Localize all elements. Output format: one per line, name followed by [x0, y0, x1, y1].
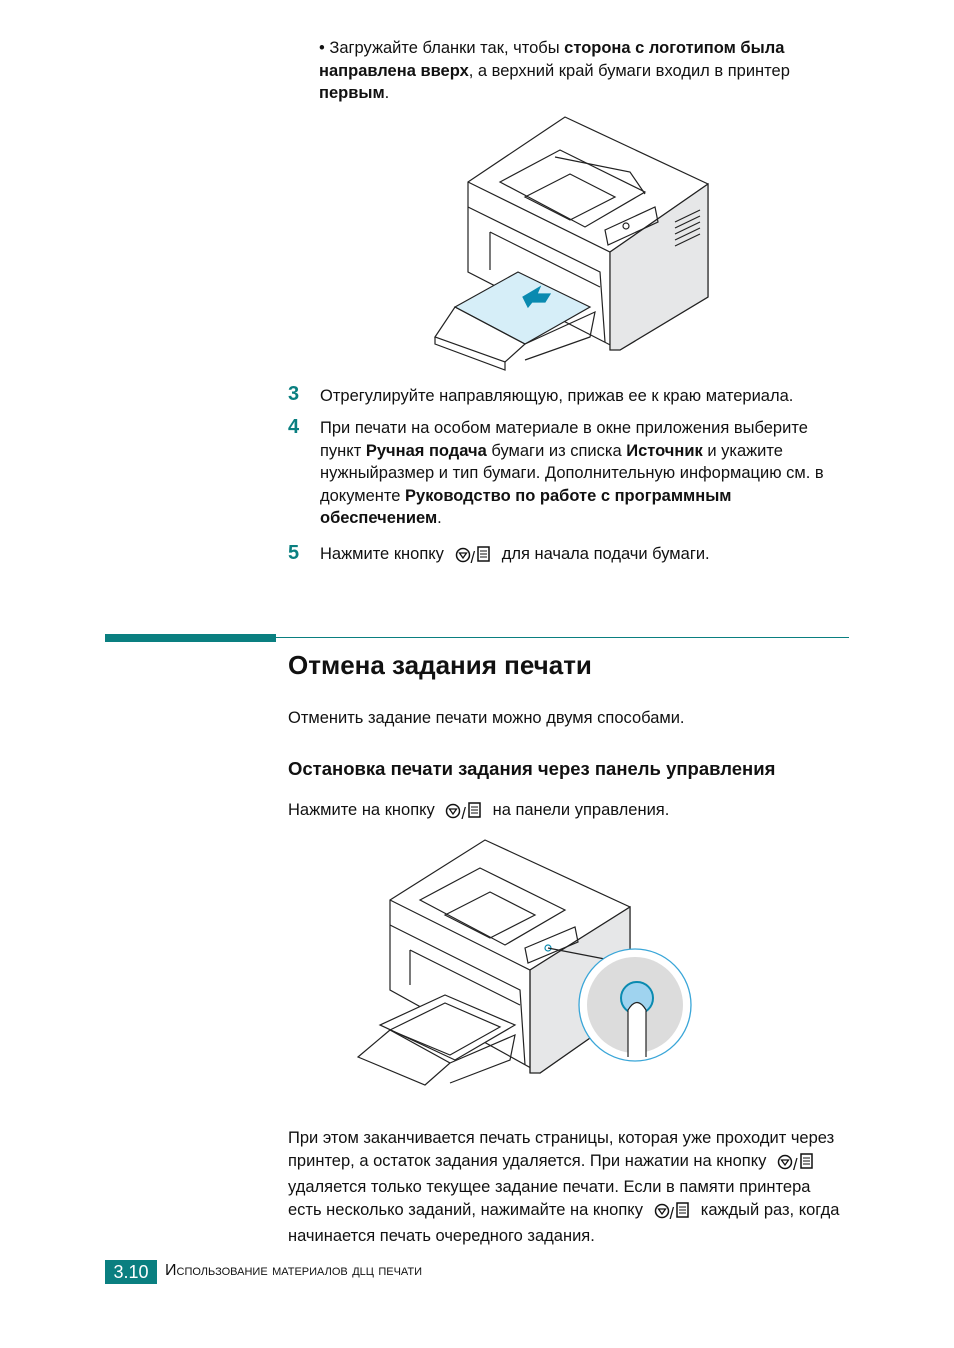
text: каждый раз, когда начинается печать очер…: [288, 1200, 840, 1246]
cancel-button-icon: /: [445, 801, 482, 826]
press-instruction: Нажмите на кнопку / на панели управления…: [288, 799, 669, 826]
section-intro: Отменить задание печати можно двумя спос…: [288, 709, 685, 727]
section-title: Отмена задания печати: [288, 650, 592, 680]
text: При печати на особом материале в окне пр…: [320, 419, 808, 460]
slash: /: [793, 1155, 798, 1174]
section-divider-bar: [105, 634, 276, 642]
text: бумаги из списка: [486, 441, 627, 460]
text: , а верхний край бумаги входил в принтер: [468, 61, 790, 80]
subsection-title: Остановка печати задания через панель уп…: [288, 758, 776, 779]
text: .: [384, 84, 390, 102]
final-paragraph: При этом заканчивается печать страницы, …: [288, 1127, 848, 1248]
text: Нажмите на кнопку: [288, 801, 435, 819]
page-icon: [477, 546, 490, 562]
step-number: 4: [288, 416, 300, 438]
slash: /: [470, 549, 476, 567]
bold-text: сторона с логотипом была направлена ввер…: [319, 39, 785, 80]
page-number: 3.10: [105, 1260, 157, 1284]
text: на панели управления.: [492, 801, 670, 819]
printer-cancel-button-illustration: [356, 839, 692, 1086]
text: При этом заканчивается печать страницы, …: [288, 1129, 835, 1170]
text: для начала подачи бумаги.: [501, 545, 710, 563]
printer-paper-loading-illustration: [434, 116, 709, 371]
step-4-text: При печати на особом материале в окне пр…: [320, 417, 850, 530]
bullet-marker: •: [319, 39, 325, 57]
footer-chapter-title: Использование материалов дlц печати: [165, 1262, 423, 1279]
step-number: 3: [288, 383, 300, 405]
step-3-text: Отрегулируйте направляющую, прижав ее к …: [320, 387, 794, 405]
text: удаляется только текущее задание печати.…: [288, 1178, 811, 1219]
cancel-button-icon: /: [777, 1152, 814, 1177]
text: .: [437, 509, 442, 527]
bold-text: Ручная подача: [365, 441, 487, 460]
text: и укажите нужныйразмер и тип бумаги. Доп…: [320, 441, 824, 505]
slash: /: [461, 805, 466, 823]
text: Загружайте бланки так, чтобы: [329, 39, 565, 57]
cancel-button-icon: /: [455, 545, 492, 570]
slash: /: [669, 1204, 675, 1223]
text: Нажмите кнопку: [320, 545, 444, 563]
bold-text: первым: [319, 84, 385, 102]
section-divider-line: [276, 637, 849, 638]
cancel-button-icon: /: [654, 1201, 691, 1226]
bold-text: Источник: [626, 441, 703, 460]
step-5-text: Нажмите кнопку / для начала подачи бумаг…: [320, 543, 850, 570]
bullet-paragraph: • Загружайте бланки так, чтобы сторона с…: [319, 37, 839, 105]
step-number: 5: [288, 542, 300, 564]
bold-text: Руководство по работе с программным обес…: [320, 486, 732, 528]
